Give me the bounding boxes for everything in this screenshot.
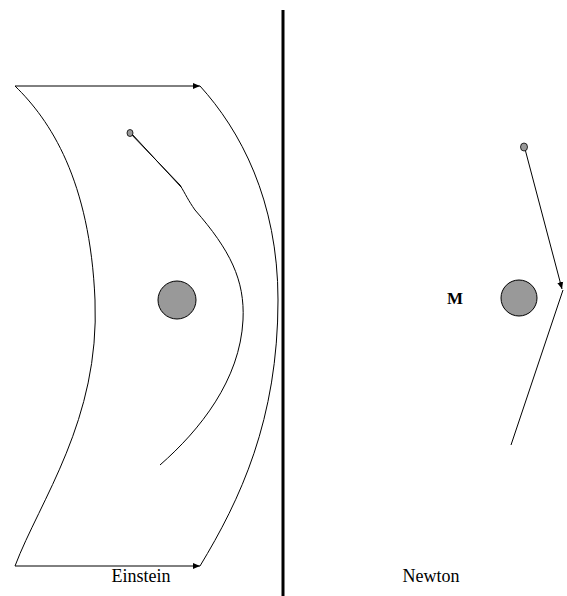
geodesic-path [132, 134, 181, 187]
mass-circle [158, 281, 196, 319]
particle-dot [521, 143, 528, 151]
panel-caption: Newton [403, 567, 460, 585]
band-edge [15, 86, 95, 566]
band-arrow [15, 86, 200, 87]
band-arrow [15, 566, 200, 567]
particle-dot [127, 130, 133, 137]
panel-divider [282, 10, 285, 596]
mass-circle [501, 280, 537, 316]
force-path [525, 149, 562, 289]
panel-caption: Einstein [112, 567, 171, 585]
force-path [511, 290, 563, 445]
geodesic-path [130, 133, 243, 465]
band-edge [200, 86, 278, 566]
mass-label: M [447, 290, 463, 307]
